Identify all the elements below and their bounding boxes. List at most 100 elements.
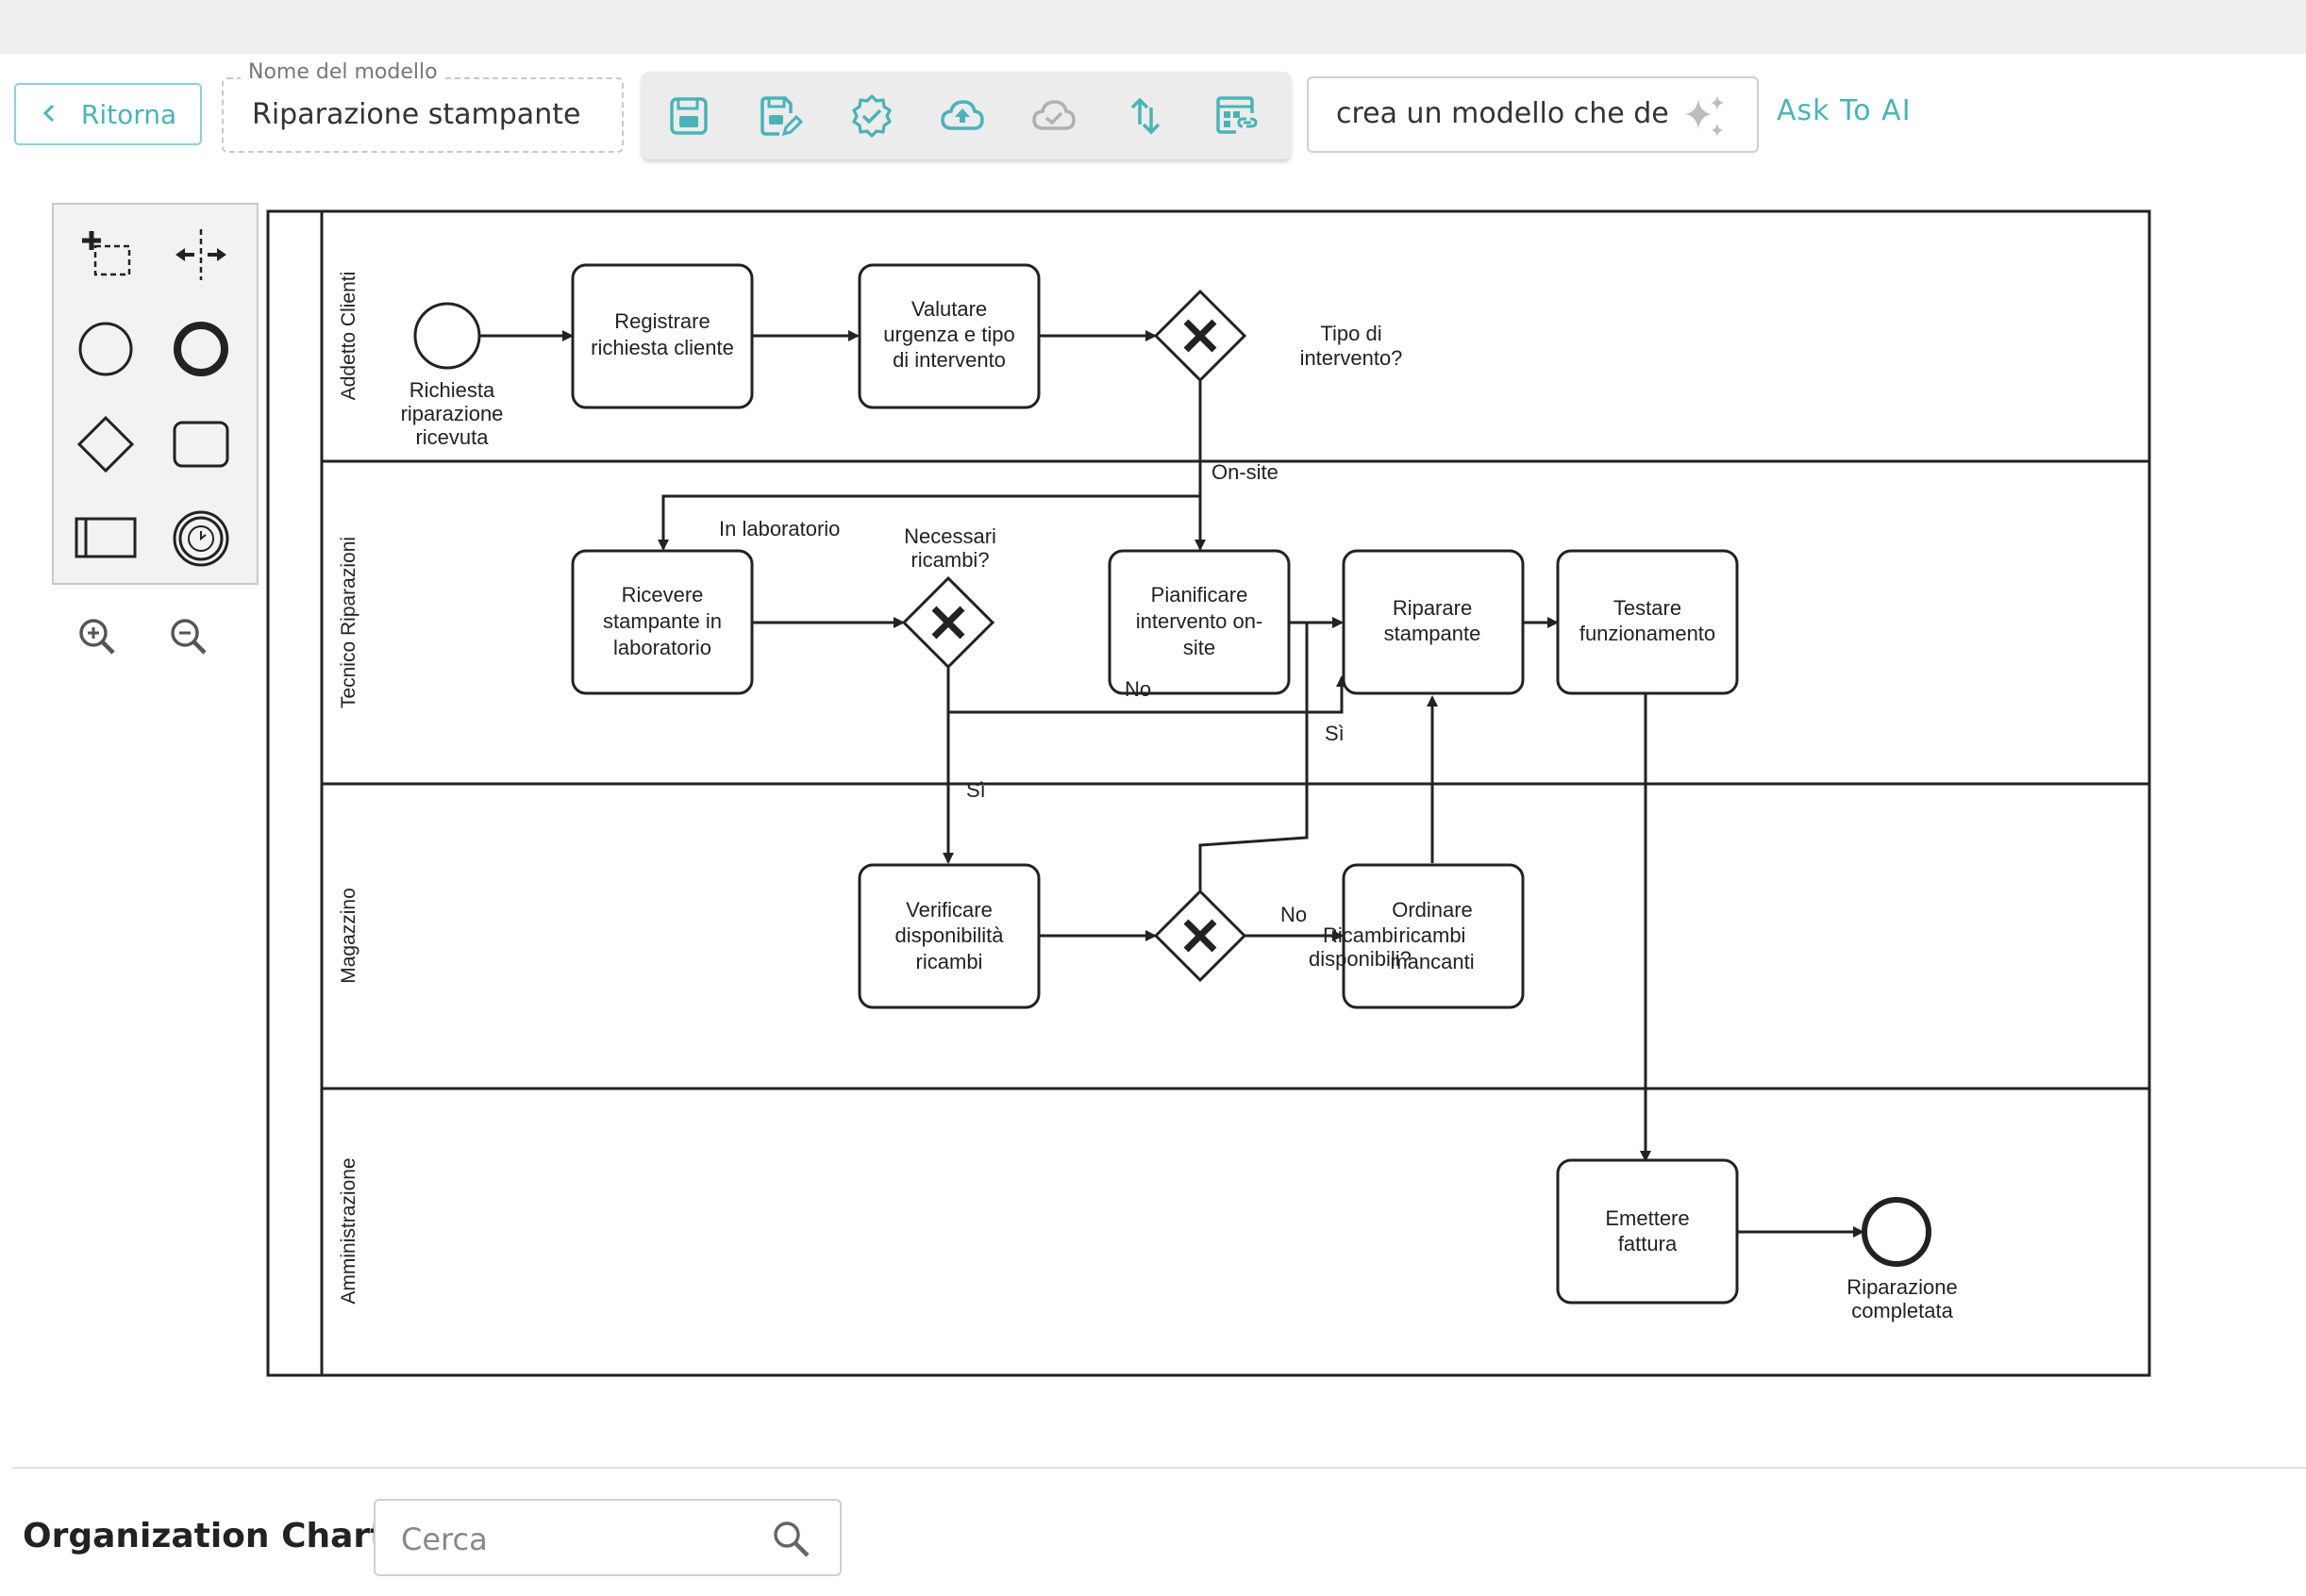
org-search-input[interactable]: Cerca: [374, 1499, 842, 1576]
task-riparare-label: Riparare: [1393, 596, 1472, 620]
svg-text:Riparazione: Riparazione: [1846, 1275, 1957, 1299]
section-divider: [12, 1467, 2306, 1469]
task-tool-icon[interactable]: [168, 411, 234, 477]
hand-select-tool-icon[interactable]: [73, 222, 139, 288]
chevron-left-icon: [40, 99, 60, 130]
task-ordinare-label: Ordinare: [1392, 898, 1473, 922]
task-registrare[interactable]: [571, 263, 754, 409]
lane-amministrazione: Amministrazione: [338, 1157, 359, 1304]
ask-ai-link[interactable]: Ask To AI: [1777, 94, 1912, 127]
task-pianificare[interactable]: [1108, 549, 1291, 695]
svg-text:laboratorio: laboratorio: [613, 636, 711, 659]
svg-text:disponibilità: disponibilità: [895, 923, 1005, 947]
gateway-tipo-intervento[interactable]: [1153, 289, 1247, 383]
svg-text:site: site: [1183, 636, 1215, 659]
task-emettere-label: Emettere: [1605, 1206, 1689, 1230]
task-valutare-label: Valutare: [911, 297, 987, 321]
flow-label-overlap-1: Ricambi: [1323, 923, 1397, 947]
svg-text:ricambi?: ricambi?: [911, 548, 989, 572]
svg-text:stampante: stampante: [1384, 622, 1481, 645]
validate-icon[interactable]: [846, 91, 897, 141]
flow-label-in-lab: In laboratorio: [719, 517, 840, 540]
task-testare-label: Testare: [1613, 596, 1681, 620]
space-tool-icon[interactable]: [168, 222, 234, 288]
gateway-ricambi-disponibili[interactable]: [1153, 889, 1247, 983]
start-event-tool-icon[interactable]: [73, 316, 139, 382]
svg-text:ricambi: ricambi: [1399, 923, 1466, 947]
save-icon[interactable]: [663, 91, 714, 141]
browser-top-strip: [0, 0, 2306, 54]
end-event-tool-icon[interactable]: [168, 316, 234, 382]
task-verificare-label: Verificare: [906, 898, 993, 922]
svg-text:intervento?: intervento?: [1300, 346, 1403, 370]
task-ricevere-label: Ricevere: [622, 583, 704, 607]
ai-prompt-text[interactable]: crea un modello che de: [1336, 97, 1669, 130]
task-valutare[interactable]: [858, 263, 1041, 409]
svg-text:funzionamento: funzionamento: [1579, 622, 1715, 645]
task-ordinare[interactable]: [1342, 863, 1525, 1009]
flow-label-si-1: Sì: [1325, 722, 1345, 745]
task-testare[interactable]: [1556, 549, 1739, 695]
import-export-icon[interactable]: [1120, 91, 1171, 141]
task-registrare-label: Registrare: [614, 309, 710, 333]
lane-magazzino: Magazzino: [338, 888, 359, 984]
back-button[interactable]: Ritorna: [14, 83, 202, 145]
end-event[interactable]: [1862, 1197, 1931, 1267]
svg-text:riparazione: riparazione: [401, 402, 504, 425]
model-name-legend: Nome del modello: [241, 60, 445, 84]
gateway-tool-icon[interactable]: [73, 411, 139, 477]
pool[interactable]: [266, 209, 2151, 1377]
timer-event-tool-icon[interactable]: [168, 506, 234, 572]
svg-text:ricambi: ricambi: [916, 950, 983, 973]
model-name-value[interactable]: Riparazione stampante: [252, 98, 581, 131]
model-name-field[interactable]: Nome del modello Riparazione stampante: [222, 60, 624, 153]
flow-label-on-site: On-site: [1211, 460, 1278, 484]
task-pianificare-label: Pianificare: [1151, 583, 1248, 607]
svg-text:fattura: fattura: [1618, 1232, 1678, 1255]
svg-text:urgenza e tipo: urgenza e tipo: [883, 323, 1014, 346]
back-button-label: Ritorna: [80, 98, 177, 130]
task-ricevere[interactable]: [571, 549, 754, 695]
gateway-necessari-ricambi[interactable]: [901, 575, 995, 670]
task-labels: Registrare richiesta cliente Valutare ur…: [591, 297, 1715, 1255]
task-riparare[interactable]: [1342, 549, 1525, 695]
gateway-labels: Tipo di intervento? Necessari ricambi?: [904, 322, 1402, 572]
zoom-out-icon[interactable]: [165, 613, 212, 660]
lane-tecnico-riparazioni: Tecnico Riparazioni: [338, 537, 359, 708]
sequence-flows[interactable]: [480, 330, 1864, 1238]
org-search-placeholder: Cerca: [401, 1521, 488, 1557]
pool-tool-icon[interactable]: [73, 506, 139, 572]
search-icon[interactable]: [770, 1518, 811, 1559]
svg-text:intervento on-: intervento on-: [1136, 609, 1263, 633]
svg-text:Richiesta: Richiesta: [409, 378, 495, 402]
task-verificare[interactable]: [858, 863, 1041, 1009]
svg-text:mancanti: mancanti: [1390, 950, 1474, 973]
model-toolbar: [642, 72, 1291, 159]
ai-prompt-input[interactable]: crea un modello che de: [1307, 76, 1759, 153]
flow-label-no-1: No: [1125, 677, 1151, 701]
cloud-upload-icon[interactable]: [937, 91, 988, 141]
task-emettere[interactable]: [1556, 1158, 1739, 1305]
svg-text:richiesta cliente: richiesta cliente: [591, 336, 734, 359]
svg-text:ricevuta: ricevuta: [415, 425, 489, 449]
org-chart-title: Organization Chart: [23, 1517, 387, 1555]
zoom-in-icon[interactable]: [74, 613, 121, 660]
flow-label-si-2: Sì: [966, 778, 986, 802]
save-as-icon[interactable]: [755, 91, 806, 141]
sparkle-icon[interactable]: [1679, 91, 1730, 142]
svg-text:stampante in: stampante in: [603, 609, 722, 633]
cloud-check-icon[interactable]: [1028, 91, 1079, 141]
svg-text:di intervento: di intervento: [893, 348, 1006, 372]
start-event-label: Richiesta riparazione ricevuta: [401, 378, 504, 449]
gateway-tipo-label: Tipo di: [1320, 322, 1381, 345]
svg-text:completata: completata: [1851, 1299, 1953, 1322]
end-event-label: Riparazione completata: [1846, 1275, 1957, 1322]
flow-label-no-2: No: [1280, 903, 1307, 926]
link-calendar-icon[interactable]: [1211, 91, 1262, 141]
start-event[interactable]: [413, 302, 481, 370]
bpmn-palette: [52, 203, 259, 585]
flow-labels: On-site In laboratorio No Sì Sì No Ricam…: [719, 460, 1412, 971]
flow-label-overlap-2: disponibili?: [1309, 947, 1412, 971]
lane-addetto-clienti: Addetto Clienti: [338, 272, 359, 401]
